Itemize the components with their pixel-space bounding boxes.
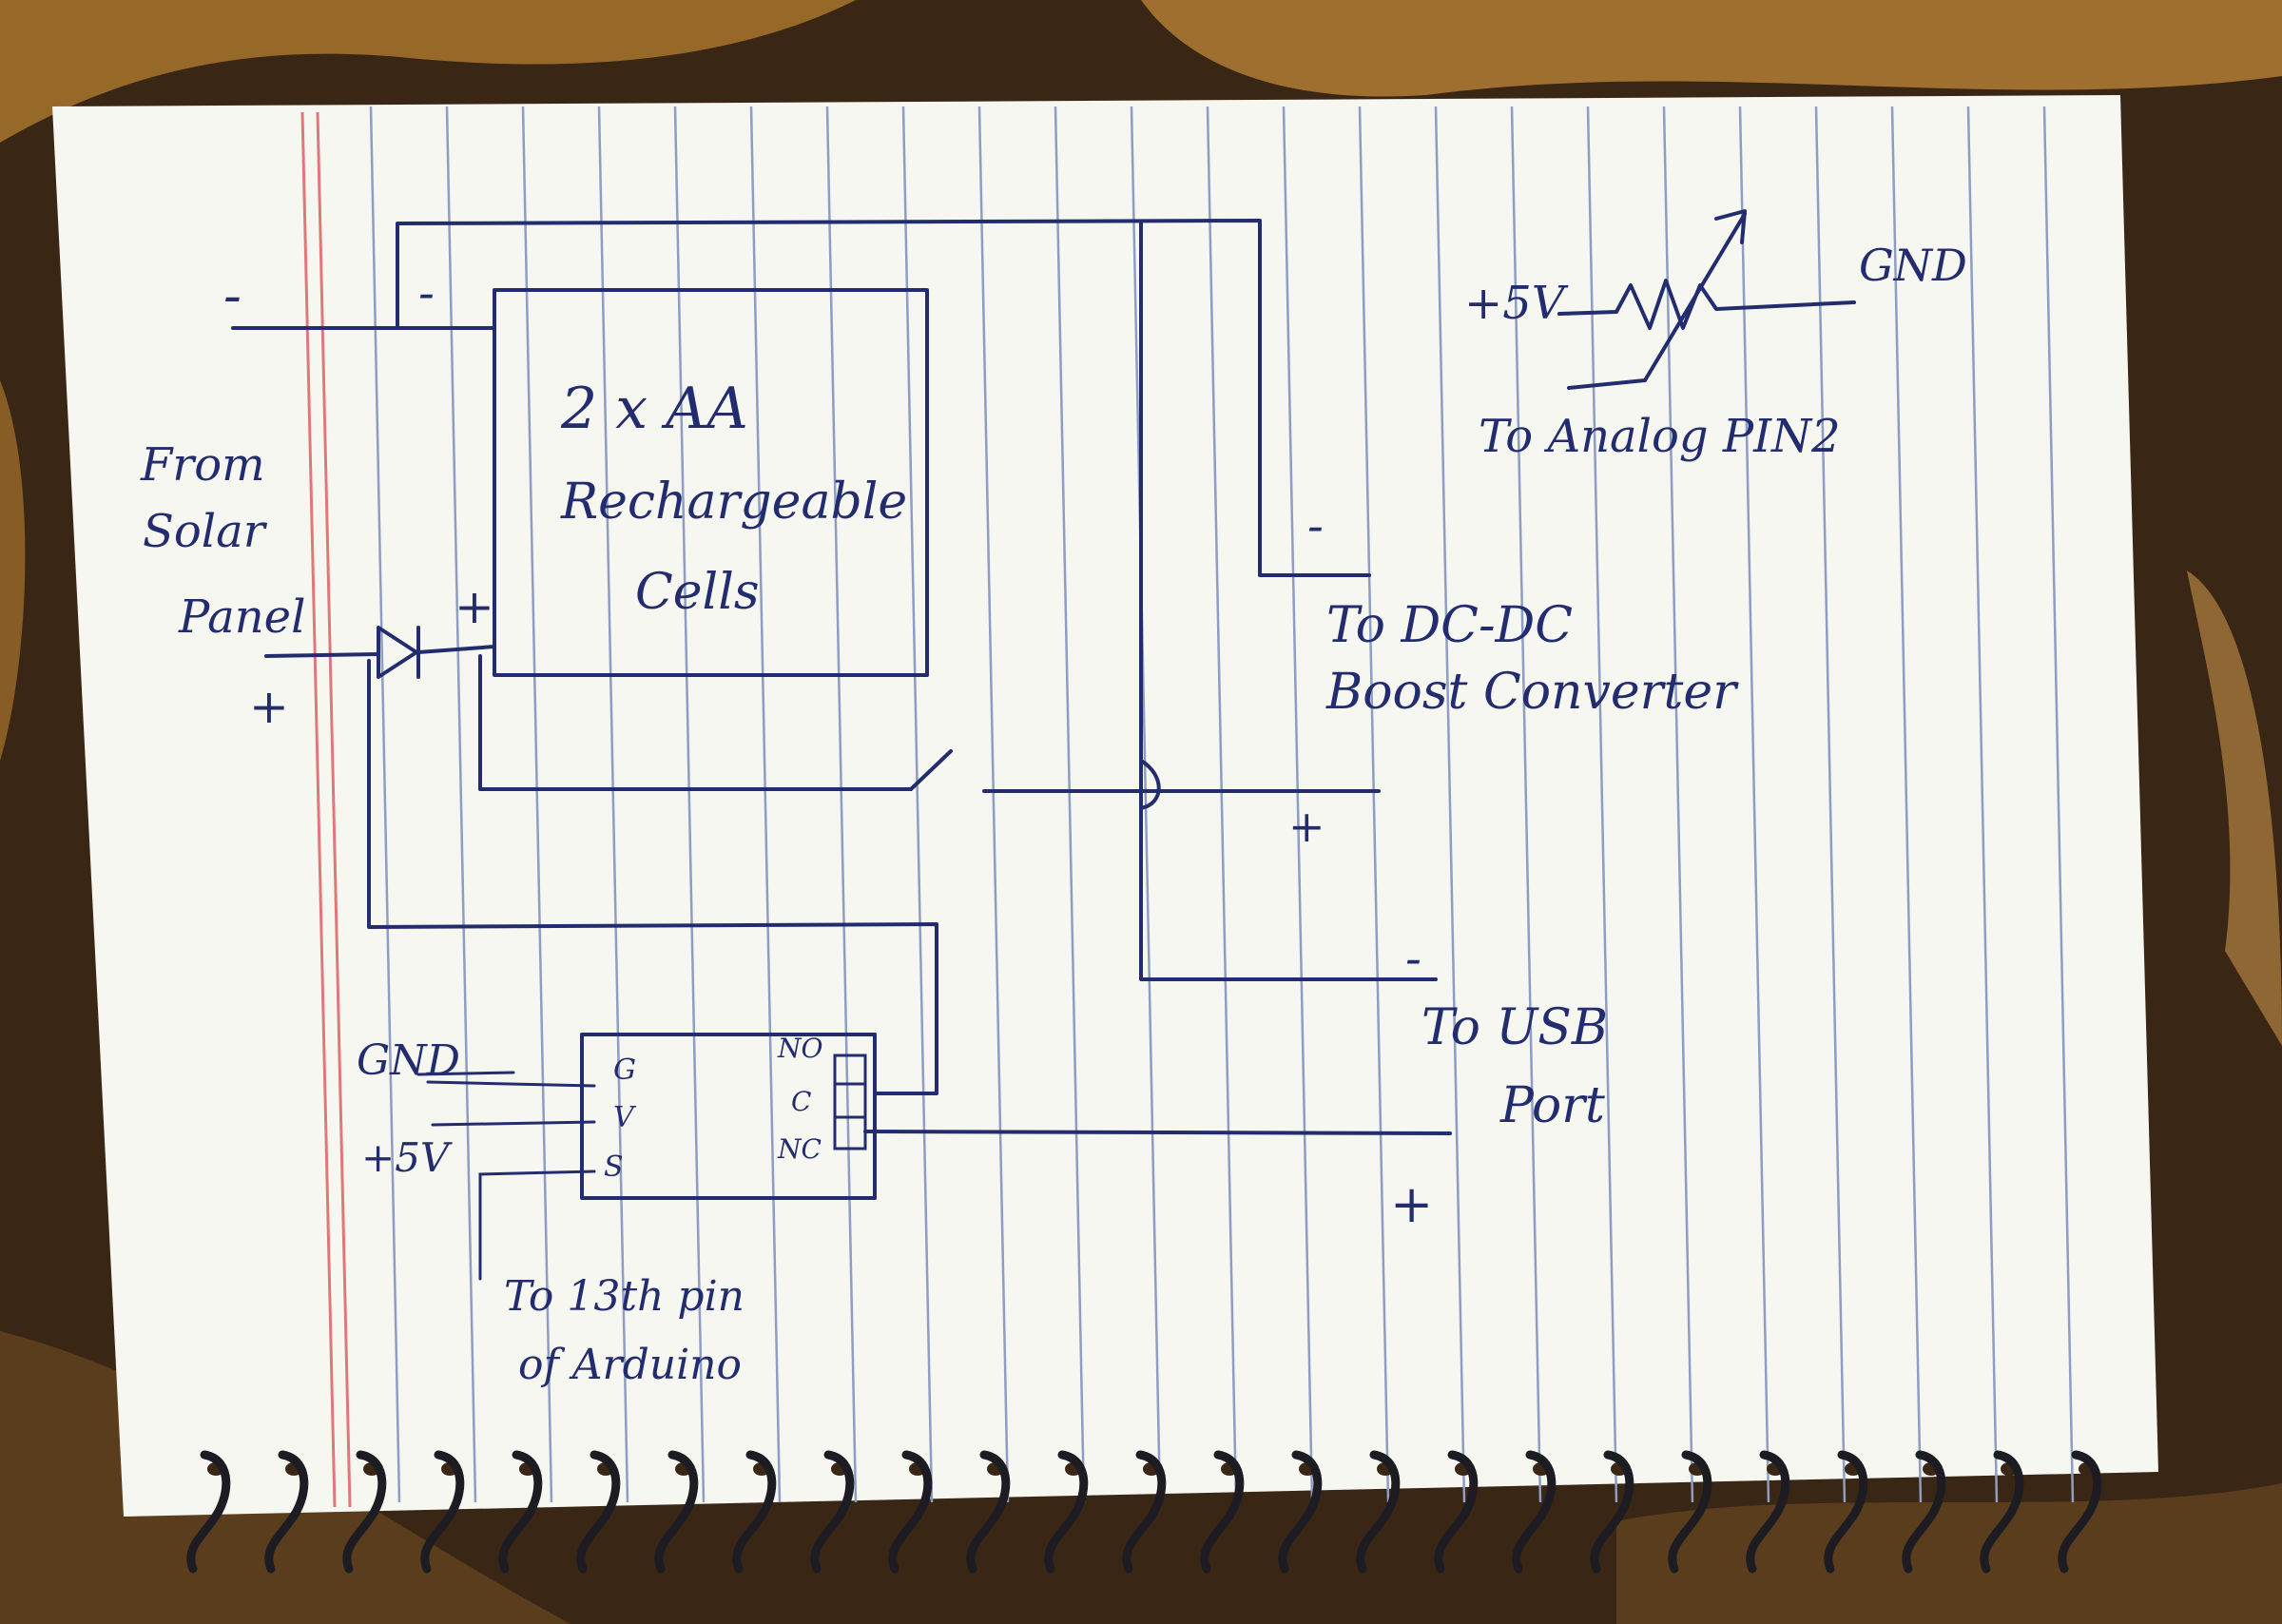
usb-label-line2: Port: [1499, 1077, 1605, 1134]
battery-box: [493, 288, 929, 677]
relay-pin-s: S: [604, 1150, 624, 1184]
spiral-ring: [888, 1450, 933, 1574]
solar-label-line1: From: [140, 438, 265, 492]
ruled-line: [1510, 106, 1542, 1503]
relay-pin-v: V: [613, 1101, 637, 1134]
spiral-ring: [342, 1450, 387, 1574]
spiral-binding: [186, 1450, 2102, 1574]
spiral-ring: [576, 1450, 621, 1574]
boost-plus-sign: +: [1288, 801, 1325, 852]
arduino-label-line2: of Arduino: [518, 1341, 742, 1389]
battery-plus-sign: +: [454, 579, 494, 634]
spiral-ring: [1044, 1450, 1089, 1574]
ruled-line: [1054, 106, 1086, 1503]
ruled-line: [1282, 106, 1314, 1503]
spiral-ring: [1122, 1450, 1167, 1574]
spiral-ring: [1200, 1450, 1245, 1574]
ruled-line: [1358, 106, 1390, 1503]
spiral-ring: [732, 1450, 777, 1574]
wire-usb-plus: [863, 1130, 1452, 1135]
ruled-line: [673, 106, 706, 1503]
pot-analog-label: To Analog PIN2: [1479, 410, 1841, 463]
usb-plus-sign: +: [1390, 1174, 1433, 1234]
ruled-line: [597, 106, 629, 1503]
ruled-line: [1434, 106, 1466, 1503]
ruled-line: [1206, 106, 1238, 1503]
boost-minus-sign: -: [1307, 498, 1324, 553]
ruled-line: [749, 106, 782, 1503]
battery-minus-sign: -: [418, 265, 435, 320]
wire-crossover: [1139, 759, 1161, 810]
relay-terminal-block: [833, 1054, 867, 1150]
relay-c-label: C: [791, 1086, 811, 1117]
spiral-ring: [966, 1450, 1011, 1574]
spiral-ring: [1278, 1450, 1323, 1574]
ruled-line: [825, 106, 858, 1503]
diode-icon: [264, 626, 496, 679]
spiral-ring: [498, 1450, 543, 1574]
spiral-ring: [1980, 1450, 2024, 1574]
potentiometer-icon: [1557, 209, 1856, 390]
usb-label-line1: To USB: [1421, 999, 1608, 1056]
solar-plus-sign: +: [249, 679, 289, 734]
boost-label-line2: Boost Converter: [1325, 664, 1739, 721]
battery-label-line1: 2 x AA: [560, 376, 748, 442]
relay-gnd-wire-label: GND: [357, 1036, 460, 1085]
spiral-ring: [264, 1450, 309, 1574]
battery-label-line3: Cells: [635, 564, 760, 621]
boost-label-line1: To DC-DC: [1326, 597, 1573, 654]
spiral-ring: [186, 1450, 231, 1574]
pot-5v-label: +5V: [1464, 277, 1569, 330]
battery-label-line2: Rechargeable: [560, 474, 907, 531]
solar-label-line3: Panel: [178, 590, 305, 644]
ruled-line: [2042, 106, 2075, 1503]
pot-gnd-label: GND: [1859, 240, 1967, 291]
spiral-ring: [1356, 1450, 1401, 1574]
ruled-line: [1966, 106, 1999, 1503]
spiral-ring: [1434, 1450, 1479, 1574]
spiral-ring: [810, 1450, 855, 1574]
spiral-ring: [1668, 1450, 1712, 1574]
wire-top: [396, 219, 1371, 577]
ruled-line: [445, 106, 477, 1503]
relay-nc-label: NC: [777, 1133, 822, 1165]
relay-pin-g: G: [613, 1054, 636, 1087]
switch-icon: [909, 749, 953, 791]
usb-minus-sign: -: [1405, 931, 1421, 986]
relay-5v-wire-label: +5V: [361, 1134, 453, 1181]
ruled-line: [1130, 106, 1162, 1503]
spiral-ring: [420, 1450, 465, 1574]
ruled-line: [521, 106, 553, 1503]
spiral-ring: [1590, 1450, 1634, 1574]
ruled-line: [369, 106, 401, 1503]
ruled-line: [901, 106, 934, 1503]
spiral-ring: [1902, 1450, 1946, 1574]
arduino-label-line1: To 13th pin: [504, 1272, 745, 1321]
relay-module-icon: [580, 1033, 877, 1200]
spiral-ring: [1746, 1450, 1790, 1574]
wire-usb-minus: [1139, 222, 1438, 981]
ruled-line: [1738, 106, 1770, 1503]
wire-to-relay-no: [367, 659, 938, 1095]
circuit-diagram: 2 x AA Rechargeable Cells - - From Solar…: [140, 209, 1967, 1389]
ruled-lines: [369, 106, 2075, 1503]
spiral-ring: [1512, 1450, 1557, 1574]
wire-to-switch: [478, 654, 913, 791]
notebook-page: [52, 95, 2158, 1517]
spiral-ring: [2058, 1450, 2102, 1574]
ruled-line: [1586, 106, 1618, 1503]
ruled-line: [1814, 106, 1847, 1503]
relay-no-label: NO: [777, 1033, 823, 1064]
spiral-ring: [654, 1450, 699, 1574]
solar-label-line2: Solar: [143, 505, 268, 558]
ruled-line: [977, 106, 1010, 1503]
ruled-line: [1890, 106, 1923, 1503]
solar-minus-sign: -: [223, 265, 242, 327]
spiral-ring: [1824, 1450, 1868, 1574]
